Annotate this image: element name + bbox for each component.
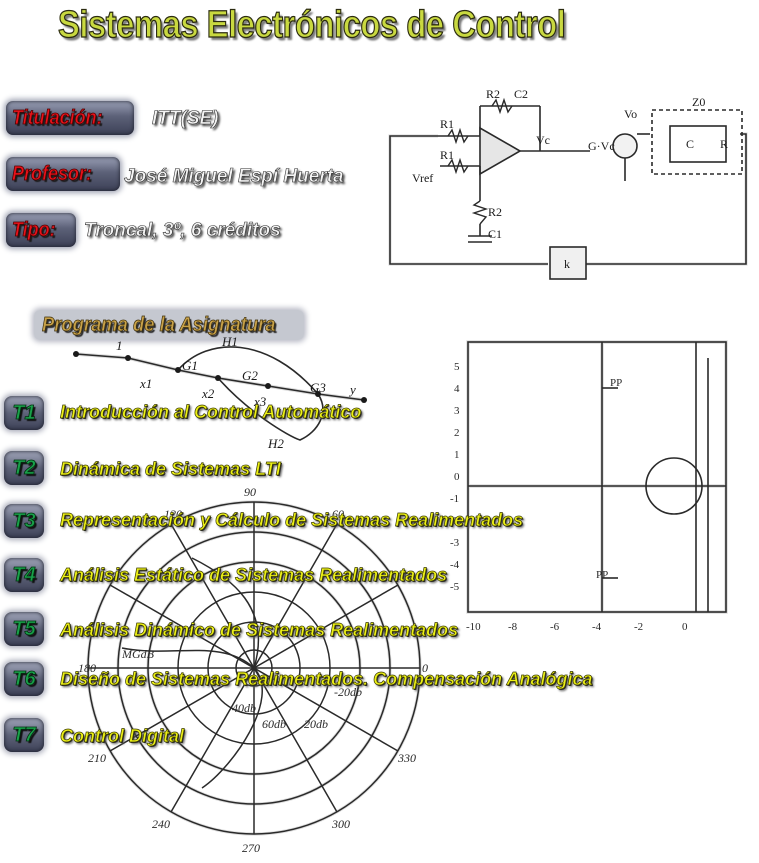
topic-title-t6[interactable]: Diseño de Sistemas Realimentados. Compen… xyxy=(60,669,593,690)
sfg-label-x2: x2 xyxy=(201,386,215,401)
sfg-label-x3: x3 xyxy=(253,394,267,409)
sfg-label-h2: H2 xyxy=(267,436,284,451)
topic-code: T7 xyxy=(12,723,36,746)
angle-label: 210 xyxy=(88,751,106,765)
profesor-label: Profesor: xyxy=(12,162,93,185)
program-heading: Programa de la Asignatura xyxy=(42,313,276,336)
sfg-label-h1: H1 xyxy=(221,334,238,349)
circuit-label-r2bot: R2 xyxy=(488,205,502,219)
y-tick: -3 xyxy=(450,537,460,549)
tipo-value: Troncal, 3º, 6 créditos xyxy=(84,220,281,242)
topic-badge-t3: T3 xyxy=(4,504,44,538)
tipo-label-box: Tipo: xyxy=(6,213,76,247)
titulacion-label-box: Titulación: xyxy=(6,101,134,135)
pole-label-bottom: PP xyxy=(596,569,608,581)
polar-label-db40: 40db xyxy=(232,701,256,715)
topic-title-t7[interactable]: Control Digital xyxy=(60,726,185,747)
sfg-label-g2: G2 xyxy=(242,368,258,383)
topic-badge-t2: T2 xyxy=(4,451,44,485)
topic-badge-t7: T7 xyxy=(4,718,44,752)
y-tick: 4 xyxy=(454,383,460,395)
x-tick: -4 xyxy=(592,621,602,633)
y-tick: -2 xyxy=(450,515,459,527)
x-tick: -8 xyxy=(508,621,518,633)
sfg-label-g1: G1 xyxy=(182,358,198,373)
polar-label-db20: -20db xyxy=(334,685,362,699)
circuit-label-r2top: R2 xyxy=(486,87,500,101)
topic-title-t4[interactable]: Análisis Estático de Sistemas Realimenta… xyxy=(60,565,448,586)
circuit-label-r1b: R1 xyxy=(440,148,454,162)
topic-title-t2[interactable]: Dinámica de Sistemas LTI xyxy=(60,459,281,480)
circuit-label-gvc: G·Vc xyxy=(588,139,615,153)
circuit-label-c2top: C2 xyxy=(514,87,528,101)
topic-title-t3[interactable]: Representación y Cálculo de Sistemas Rea… xyxy=(60,510,524,531)
topic-code: T4 xyxy=(12,563,36,586)
sfg-label-g3: G3 xyxy=(310,380,326,395)
sfg-label-one: 1 xyxy=(116,338,123,353)
topic-badge-t5: T5 xyxy=(4,612,44,646)
circuit-label-vo: Vo xyxy=(624,107,637,121)
y-tick: 2 xyxy=(454,427,460,439)
x-tick: -2 xyxy=(634,621,643,633)
pole-label-top: PP xyxy=(610,377,622,389)
angle-label: 270 xyxy=(242,841,260,855)
tipo-label: Tipo: xyxy=(12,218,56,241)
angle-label: 90 xyxy=(244,485,256,499)
x-tick: -10 xyxy=(466,621,481,633)
topic-code: T6 xyxy=(12,667,36,690)
angle-label: 120 xyxy=(164,507,182,521)
circuit-label-k: k xyxy=(564,257,570,271)
topic-code: T5 xyxy=(12,617,36,640)
titulacion-value: ITT(SE) xyxy=(152,108,219,130)
circuit-label-r1a: R1 xyxy=(440,117,454,131)
topic-badge-t1: T1 xyxy=(4,396,44,430)
angle-label: 30 xyxy=(397,569,410,583)
topic-code: T1 xyxy=(12,401,36,424)
angle-label: 300 xyxy=(331,817,350,831)
y-tick: 1 xyxy=(454,449,460,461)
angle-label: 180 xyxy=(78,661,96,675)
x-tick: -6 xyxy=(550,621,560,633)
y-tick: 3 xyxy=(454,405,460,417)
topic-title-t1[interactable]: Introducción al Control Automático xyxy=(60,402,362,423)
circuit-label-cap: C xyxy=(686,137,694,151)
polar-label-db20b: 20db xyxy=(304,717,328,731)
topic-title-t5[interactable]: Análisis Dinámico de Sistemas Realimenta… xyxy=(60,620,459,641)
circuit-label-res: R xyxy=(720,137,728,151)
control-circuit-diagram: R1 R1 R2 C2 Vc Vref R2 C1 G·Vc Vo Z0 C R… xyxy=(388,87,748,280)
topic-code: T2 xyxy=(12,456,36,479)
topic-code: T3 xyxy=(12,509,36,532)
sfg-label-y: y xyxy=(348,382,356,397)
y-tick: 5 xyxy=(454,361,460,373)
page-title: Sistemas Electrónicos de Control xyxy=(57,3,566,46)
polar-label-db60: 60db xyxy=(262,717,286,731)
circuit-label-z0: Z0 xyxy=(692,95,705,109)
sfg-label-x1: x1 xyxy=(139,376,152,391)
root-locus-x-ticks: -10 -8 -6 -4 -2 0 xyxy=(466,621,688,633)
circuit-label-c1: C1 xyxy=(488,227,502,241)
program-heading-box: Programa de la Asignatura xyxy=(34,310,304,340)
angle-label: 240 xyxy=(152,817,170,831)
y-tick: -4 xyxy=(450,559,460,571)
topic-badge-t6: T6 xyxy=(4,662,44,696)
topic-badge-t4: T4 xyxy=(4,558,44,592)
x-tick: 0 xyxy=(682,621,688,633)
root-locus-plot: 5 4 3 2 1 0 -1 -2 -3 -4 -5 -10 -8 -6 -4 … xyxy=(450,340,728,633)
polar-label-mgdb: MGdB xyxy=(121,647,155,661)
signal-flow-graph: 1 x1 G1 H1 x2 G2 x3 G3 y H2 xyxy=(73,334,367,451)
angle-label: 0 xyxy=(422,661,428,675)
polar-chart: 90 120 60 150 30 180 0 210 330 240 300 2… xyxy=(78,485,428,855)
y-tick: -5 xyxy=(450,581,460,593)
y-tick: -1 xyxy=(450,493,459,505)
profesor-label-box: Profesor: xyxy=(6,157,120,191)
circuit-label-vc: Vc xyxy=(536,133,550,147)
angle-label: 330 xyxy=(397,751,416,765)
circuit-label-vref: Vref xyxy=(412,171,433,185)
root-locus-y-ticks: 5 4 3 2 1 0 -1 -2 -3 -4 -5 xyxy=(450,361,460,593)
angle-label: 150 xyxy=(104,569,122,583)
profesor-value: José Miguel Espí Huerta xyxy=(124,166,344,188)
titulacion-label: Titulación: xyxy=(12,106,103,129)
y-tick: 0 xyxy=(454,471,460,483)
angle-label: 60 xyxy=(332,507,344,521)
